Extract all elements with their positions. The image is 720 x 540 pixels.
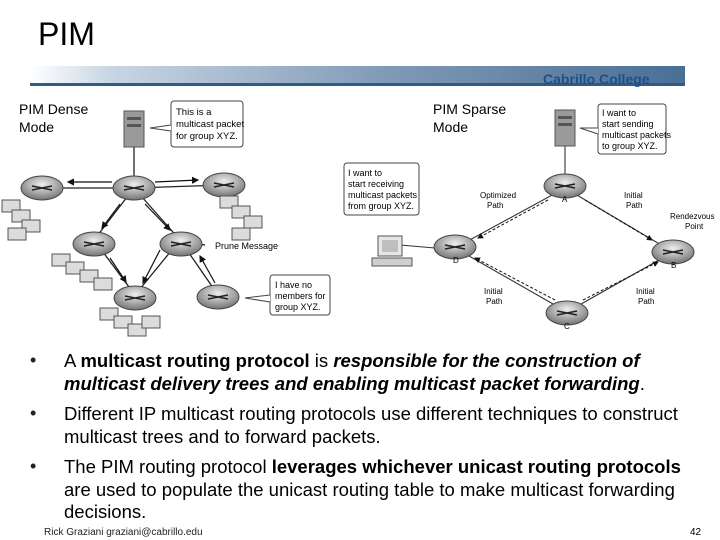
router-d-icon xyxy=(433,234,477,260)
dense-label-line: PIM Dense xyxy=(19,101,89,117)
callout-send-bubble: I want to start sending multicast packet… xyxy=(579,103,672,155)
bullet-bold-text: multicast routing protocol xyxy=(80,350,310,371)
bullet-item: • A multicast routing protocol is respon… xyxy=(30,350,690,395)
callout-text: multicast packets xyxy=(348,190,418,200)
router-c-label: C xyxy=(564,322,570,331)
workstation-icon xyxy=(371,235,413,267)
router-a-icon xyxy=(543,173,587,199)
sparse-label-line: Mode xyxy=(433,119,469,135)
header-gradient-bar xyxy=(30,66,685,84)
callout-text: I want to xyxy=(602,108,636,118)
bullet-icon: • xyxy=(30,456,37,476)
callout-text: members for xyxy=(275,291,326,301)
workstation-cluster-icon xyxy=(99,307,161,337)
initial-path-label: Path xyxy=(486,297,502,306)
router-b-icon xyxy=(651,239,695,265)
page-number: 42 xyxy=(690,527,702,538)
path-labels: Optimized Path Initial Path Rendezvous P… xyxy=(480,191,714,306)
bullet-icon: • xyxy=(30,403,37,423)
dense-label-line: Mode xyxy=(19,119,55,135)
optimized-path-label: Path xyxy=(487,201,503,210)
router-icon xyxy=(72,231,116,257)
bullet-item: • Different IP multicast routing protoco… xyxy=(30,403,690,448)
router-b-label: B xyxy=(671,261,676,270)
workstation-cluster-icon xyxy=(219,195,263,241)
callout-text: to group XYZ. xyxy=(602,141,658,151)
router-icon xyxy=(202,172,246,198)
router-icon xyxy=(20,175,64,201)
sparse-path-arrows xyxy=(474,199,659,301)
bullet-text: The PIM routing protocol xyxy=(64,456,272,477)
callout-text: This is a xyxy=(176,107,212,118)
bullet-emphasis-text: responsible for the construction of mult… xyxy=(64,350,640,394)
callout-want-bubble: I want to start receiving multicast pack… xyxy=(343,162,420,216)
callout-text: start receiving xyxy=(348,179,404,189)
callout-text: start sending xyxy=(602,119,654,129)
sparse-label-line: PIM Sparse xyxy=(433,101,507,117)
workstation-cluster-icon xyxy=(1,199,41,241)
bullet-text: A xyxy=(64,350,81,371)
initial-path-label: Path xyxy=(638,297,654,306)
callout-text: group XYZ. xyxy=(275,302,321,312)
initial-path-label: Path xyxy=(626,201,642,210)
header-rule xyxy=(30,83,685,86)
slide-title: PIM xyxy=(38,16,95,52)
callout-source-bubble: This is a multicast packet for group XYZ… xyxy=(149,100,244,148)
router-c-icon xyxy=(545,300,589,326)
bullet-text: Different IP multicast routing protocols… xyxy=(64,403,678,447)
callout-text: multicast packets xyxy=(602,130,672,140)
initial-path-label: Initial xyxy=(636,287,655,296)
router-icon xyxy=(112,175,156,201)
router-icon xyxy=(196,284,240,310)
optimized-path-label: Optimized xyxy=(480,191,516,200)
sparse-mode-label: PIM Sparse Mode xyxy=(433,100,506,136)
dense-mode-label: PIM Dense Mode xyxy=(19,100,88,136)
router-icon xyxy=(159,231,203,257)
bullet-item: • The PIM routing protocol leverages whi… xyxy=(30,456,690,524)
bullet-icon: • xyxy=(30,350,37,370)
router-d-label: D xyxy=(453,256,459,265)
initial-path-label: Initial xyxy=(624,191,643,200)
callout-text: for group XYZ. xyxy=(176,131,238,142)
bullet-bold-text: leverages whichever unicast routing prot… xyxy=(271,456,681,477)
prune-message-label: Prune Message xyxy=(215,241,278,251)
dense-flow-arrows xyxy=(66,176,200,285)
callout-text: from group XYZ. xyxy=(348,201,414,211)
dense-server-icon xyxy=(123,110,145,148)
callout-text: I have no xyxy=(275,280,312,290)
bullet-list: • A multicast routing protocol is respon… xyxy=(30,350,690,532)
pim-diagram: This is a multicast packet for group XYZ… xyxy=(1,100,714,337)
rendezvous-point-label: Point xyxy=(685,222,704,231)
bullet-text: are used to populate the unicast routing… xyxy=(64,478,675,523)
initial-path-label: Initial xyxy=(484,287,503,296)
callout-text: multicast packet xyxy=(176,119,244,130)
rendezvous-point-label: Rendezvous xyxy=(670,212,714,221)
bullet-text: . xyxy=(639,372,645,394)
footer-author: Rick Graziani graziani@cabrillo.edu xyxy=(44,527,203,538)
callout-text: I want to xyxy=(348,168,382,178)
college-logo-text: Cabrillo College xyxy=(543,71,650,87)
callout-nomembers-bubble: I have no members for group XYZ. xyxy=(244,274,331,316)
router-icon xyxy=(113,285,157,311)
router-a-label: A xyxy=(562,195,568,204)
sparse-server-icon xyxy=(554,109,576,147)
workstation-cluster-icon xyxy=(51,253,113,291)
bullet-text: is xyxy=(309,350,334,371)
